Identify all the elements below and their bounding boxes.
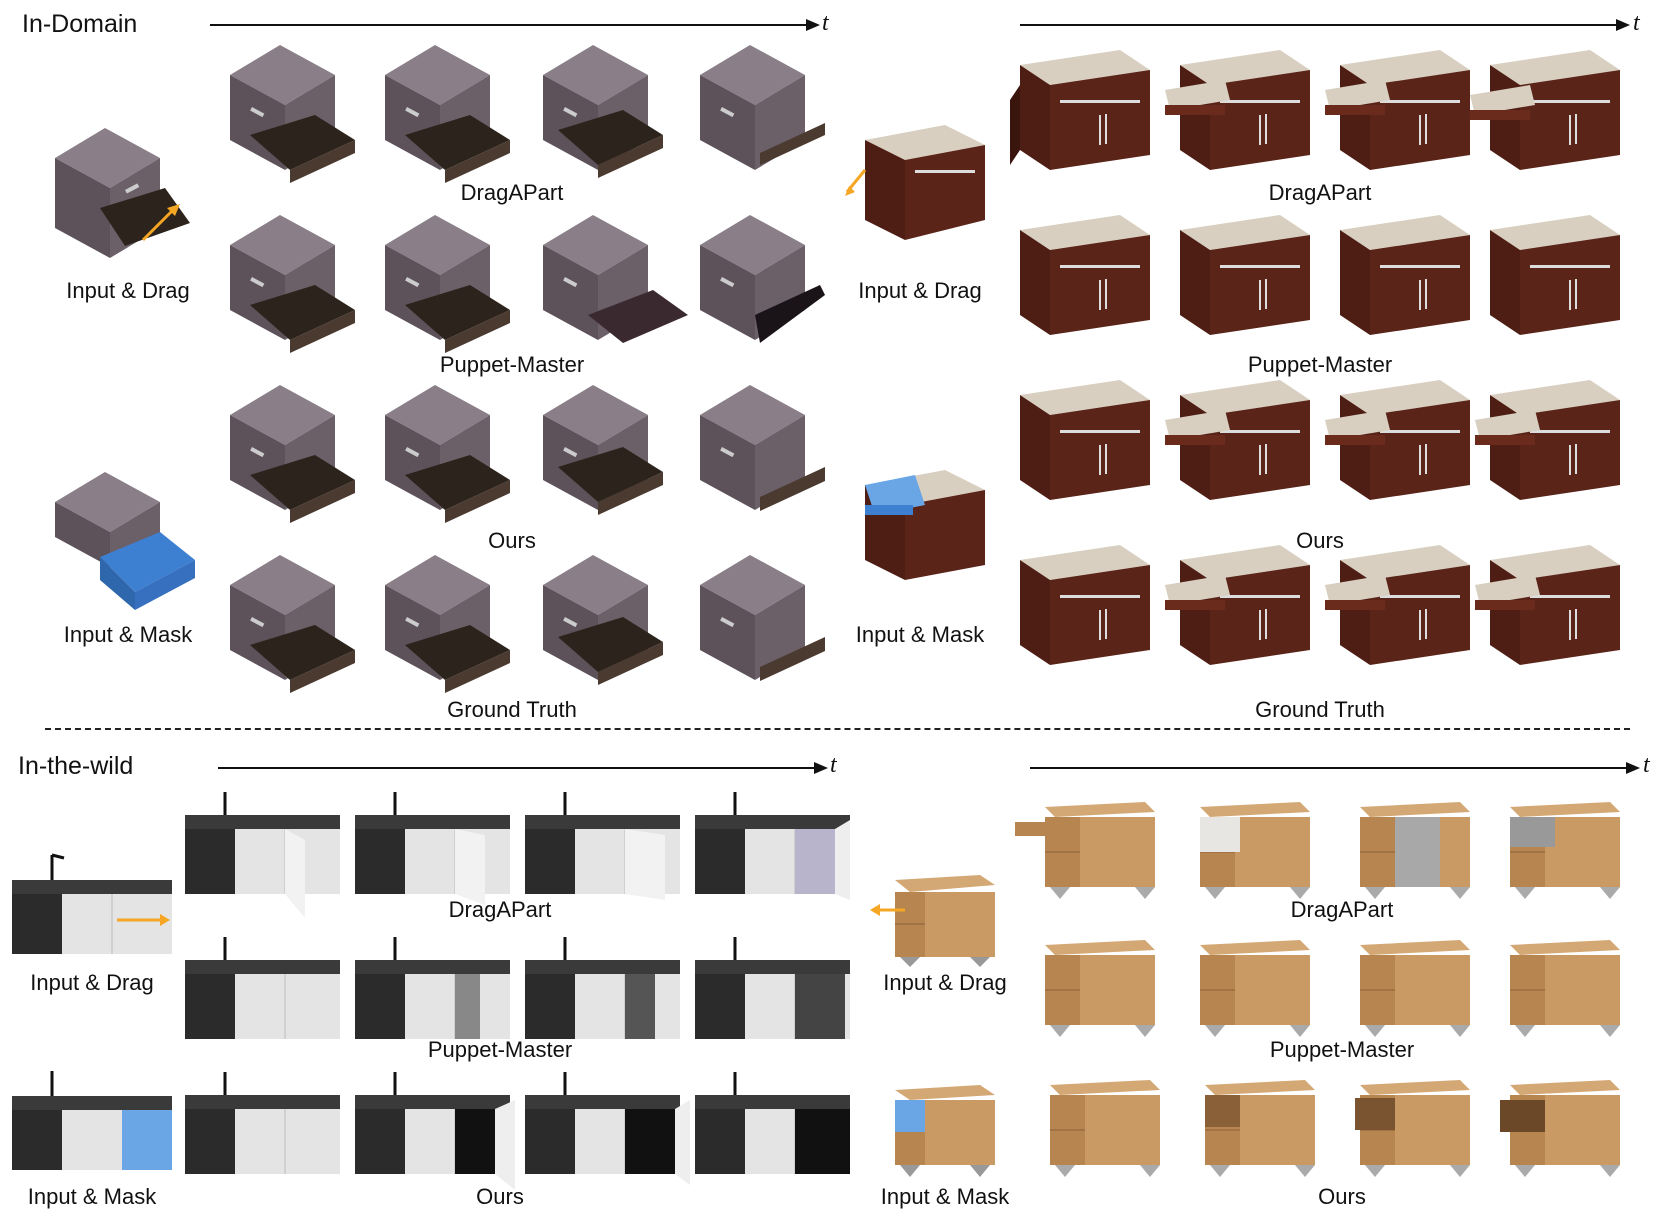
input-mask-sink-image xyxy=(12,1071,172,1170)
input-drag-nightstand-image xyxy=(870,875,995,967)
section-title-in-domain: In-Domain xyxy=(22,10,138,38)
input-mask-nightstand-image xyxy=(895,1085,995,1177)
time-axis-label: t xyxy=(830,752,837,778)
input-drag-cabinet-image xyxy=(845,125,985,240)
ours-label: Ours xyxy=(476,1184,524,1209)
ours-label: Ours xyxy=(1318,1184,1366,1209)
input-drag-label: Input & Drag xyxy=(883,970,1007,995)
puppet-master-label: Puppet-Master xyxy=(427,1037,573,1062)
input-drag-label: Input & Drag xyxy=(858,278,982,303)
puppet-master-label: Puppet-Master xyxy=(1247,352,1393,377)
puppet-master-label: Puppet-Master xyxy=(439,352,585,377)
input-mask-label: Input & Mask xyxy=(880,1184,1010,1209)
input-mask-cube-image xyxy=(55,472,195,610)
ours-label: Ours xyxy=(1296,528,1344,553)
time-axis-label: t xyxy=(822,10,829,36)
dragapart-label: DragAPart xyxy=(1268,180,1372,205)
input-drag-label: Input & Drag xyxy=(66,278,190,303)
ours-label: Ours xyxy=(488,528,536,553)
input-drag-label: Input & Drag xyxy=(30,970,154,995)
puppet-master-label: Puppet-Master xyxy=(1269,1037,1415,1062)
input-drag-sink-image xyxy=(12,853,172,954)
time-axis-label: t xyxy=(1633,10,1640,36)
in-the-wild-right-results-grid xyxy=(1015,801,1621,1178)
dragapart-label: DragAPart xyxy=(1290,897,1394,922)
section-divider xyxy=(45,728,1630,730)
input-drag-cube-image xyxy=(55,128,190,258)
dragapart-label: DragAPart xyxy=(448,897,552,922)
in-the-wild-left-results-grid xyxy=(183,790,852,1190)
ground-truth-label: Ground Truth xyxy=(1255,697,1385,722)
time-axis-label: t xyxy=(1643,752,1650,778)
input-mask-label: Input & Mask xyxy=(855,622,985,647)
section-title-in-the-wild: In-the-wild xyxy=(18,752,134,780)
in-domain-right-results-grid xyxy=(1010,49,1621,666)
input-mask-label: Input & Mask xyxy=(27,1184,157,1209)
ground-truth-label: Ground Truth xyxy=(447,697,577,722)
in-domain-left-results-grid xyxy=(230,45,825,693)
dragapart-label: DragAPart xyxy=(460,180,564,205)
input-mask-cabinet-image xyxy=(865,470,985,580)
input-mask-label: Input & Mask xyxy=(63,622,193,647)
